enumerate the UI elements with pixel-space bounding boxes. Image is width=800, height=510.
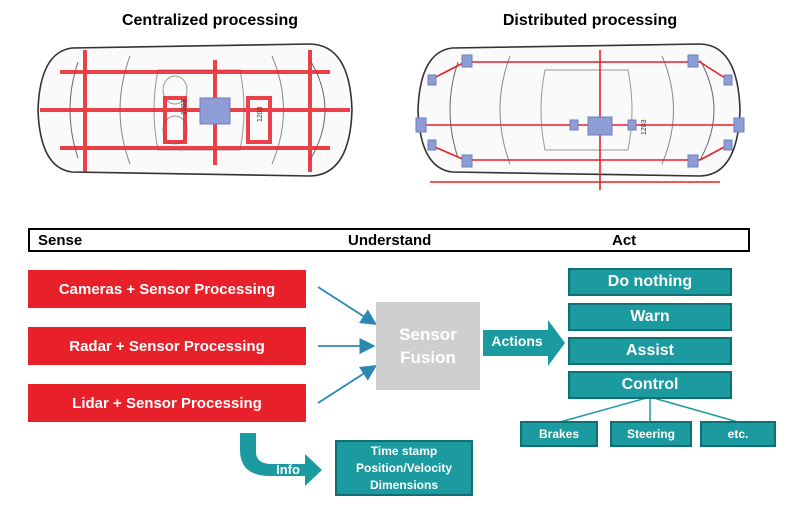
actions-arrow [483, 320, 565, 366]
info-arrow [240, 433, 322, 486]
arrow-lidar-to-fusion [317, 365, 378, 404]
info-box: Time stamp Position/Velocity Dimensions [335, 440, 473, 496]
distributed-title: Distributed processing [502, 12, 678, 29]
info-label: Info [276, 462, 300, 477]
phase-sense: Sense [38, 232, 83, 249]
dim-label-left-2: 1203 [257, 106, 264, 122]
dim-label-right: 1203 [641, 119, 648, 135]
sensor-box-cameras: Cameras + Sensor Processing [28, 270, 306, 308]
actions-label: Actions [491, 333, 543, 349]
info-timestamp: Time stamp [370, 443, 438, 458]
centralized-title: Centralized processing [121, 12, 299, 29]
distributed-wiring [420, 50, 740, 190]
response-warn: Warn [568, 303, 732, 331]
fusion-line-2: Fusion [400, 348, 456, 367]
info-dimensions: Dimensions [369, 477, 438, 492]
control-steering: Steering [610, 421, 692, 447]
dim-label-left: 1203 [181, 99, 188, 115]
sensor-box-lidar: Lidar + Sensor Processing [28, 384, 306, 422]
central-ecu [199, 97, 231, 125]
centralized-wiring [40, 50, 350, 172]
distributed-modules [415, 54, 745, 168]
response-control: Control [568, 371, 732, 399]
car-diagrams: 1203 1203 [37, 43, 745, 190]
sensor-fusion-box: Sensor Fusion [376, 302, 480, 390]
response-assist: Assist [568, 337, 732, 365]
arrow-cameras-to-fusion [317, 286, 378, 325]
car-distributed: 1203 [415, 43, 745, 190]
phase-act: Act [612, 232, 637, 249]
response-do-nothing: Do nothing [568, 268, 732, 296]
sensor-box-radar: Radar + Sensor Processing [28, 327, 306, 365]
phase-understand: Understand [348, 232, 432, 249]
fusion-line-1: Sensor [399, 325, 457, 344]
control-etc: etc. [700, 421, 776, 447]
control-brakes: Brakes [520, 421, 598, 447]
car-centralized: 1203 1203 [37, 43, 353, 177]
control-connectors [559, 396, 739, 423]
info-position-velocity: Position/Velocity [355, 460, 453, 475]
phase-bar: Sense Understand Act [28, 228, 750, 252]
